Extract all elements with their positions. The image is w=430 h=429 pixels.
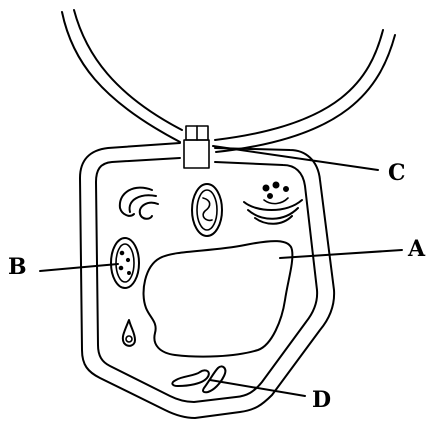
organelle-d xyxy=(172,366,225,392)
plasmodesma xyxy=(184,126,209,168)
endoplasmic-reticulum xyxy=(244,182,302,224)
label-c: C xyxy=(388,160,406,186)
chloroplast xyxy=(111,238,139,288)
mitochondrion xyxy=(192,184,222,236)
leader-lines xyxy=(40,146,402,396)
adjacent-cell-walls xyxy=(62,10,395,152)
golgi-apparatus xyxy=(120,188,158,219)
vesicle xyxy=(123,320,135,346)
label-d: D xyxy=(312,387,331,413)
central-vacuole xyxy=(144,241,293,357)
label-b: B xyxy=(8,254,27,280)
label-a: A xyxy=(407,236,426,262)
